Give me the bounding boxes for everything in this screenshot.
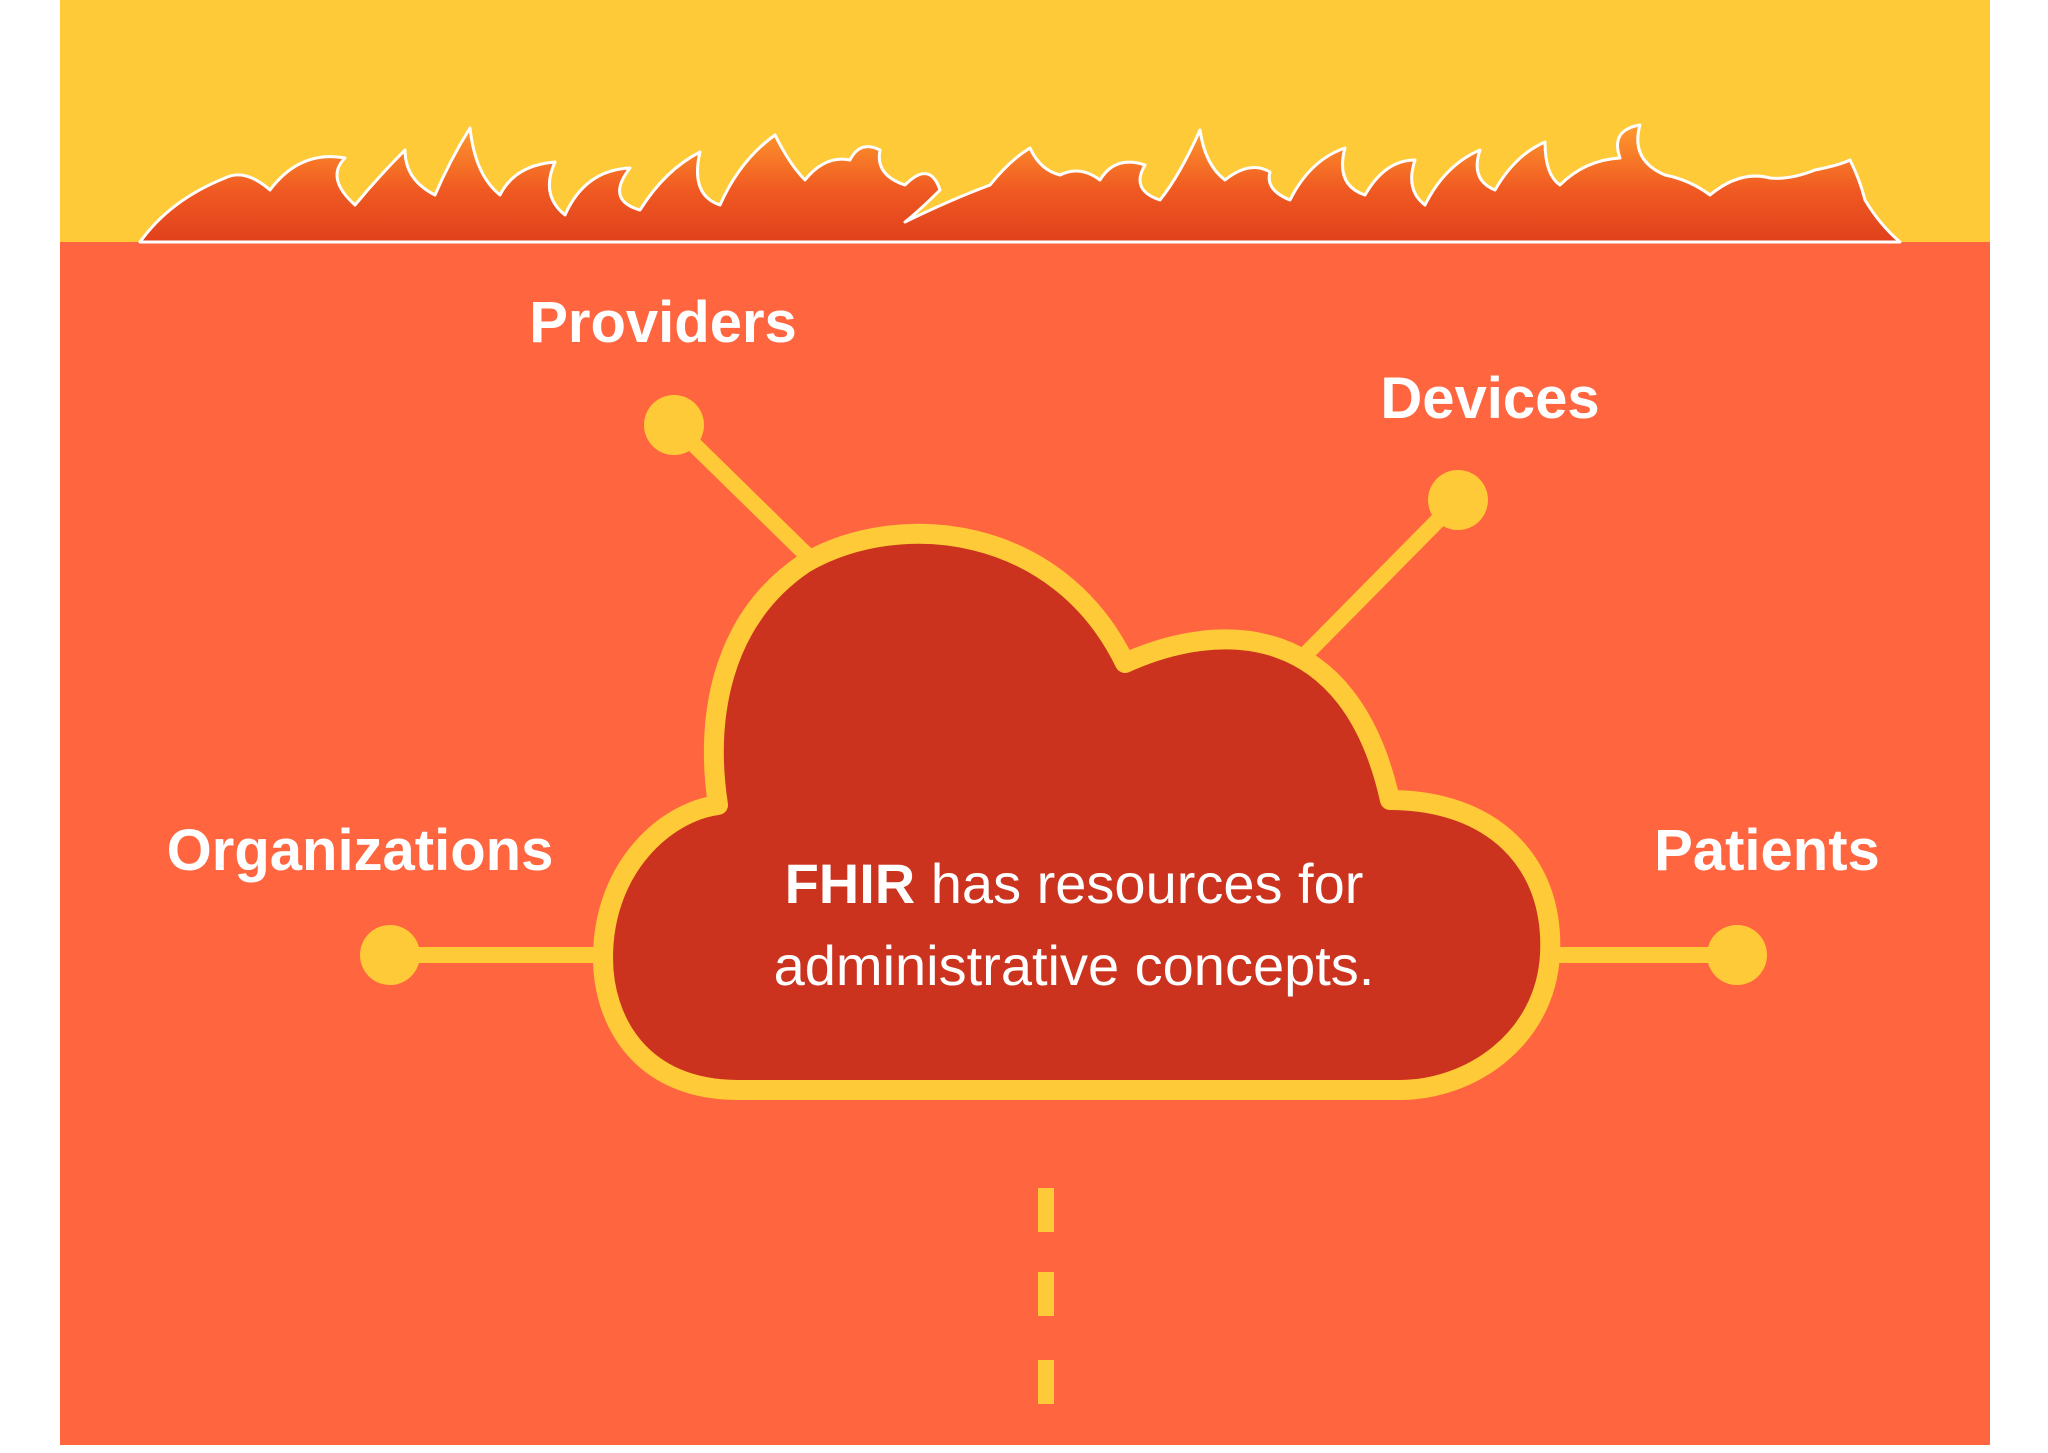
dash-segment [1038, 1188, 1054, 1232]
center-text-line1: FHIR has resources for [785, 852, 1364, 915]
label-providers: Providers [529, 290, 797, 355]
node-dot-providers [644, 395, 704, 455]
node-dot-organizations [360, 925, 420, 985]
bottom-margin [0, 1445, 2048, 1448]
flames-decoration [138, 123, 1902, 244]
dash-segment [1038, 1360, 1054, 1404]
dashed-connector [1038, 1188, 1054, 1404]
connector-providers [666, 417, 828, 576]
connector-devices [1292, 492, 1466, 668]
connector-lines [382, 417, 1745, 963]
node-dot-devices [1428, 470, 1488, 530]
label-patients: Patients [1654, 818, 1880, 883]
center-text-rest: has resources for [915, 852, 1363, 915]
node-dot-patients [1707, 925, 1767, 985]
center-text-line2: administrative concepts. [774, 934, 1375, 997]
cloud-shape [593, 523, 1561, 1100]
label-devices: Devices [1380, 366, 1599, 431]
center-text-strong: FHIR [785, 852, 916, 915]
dash-segment [1038, 1272, 1054, 1316]
label-organizations: Organizations [167, 818, 554, 883]
